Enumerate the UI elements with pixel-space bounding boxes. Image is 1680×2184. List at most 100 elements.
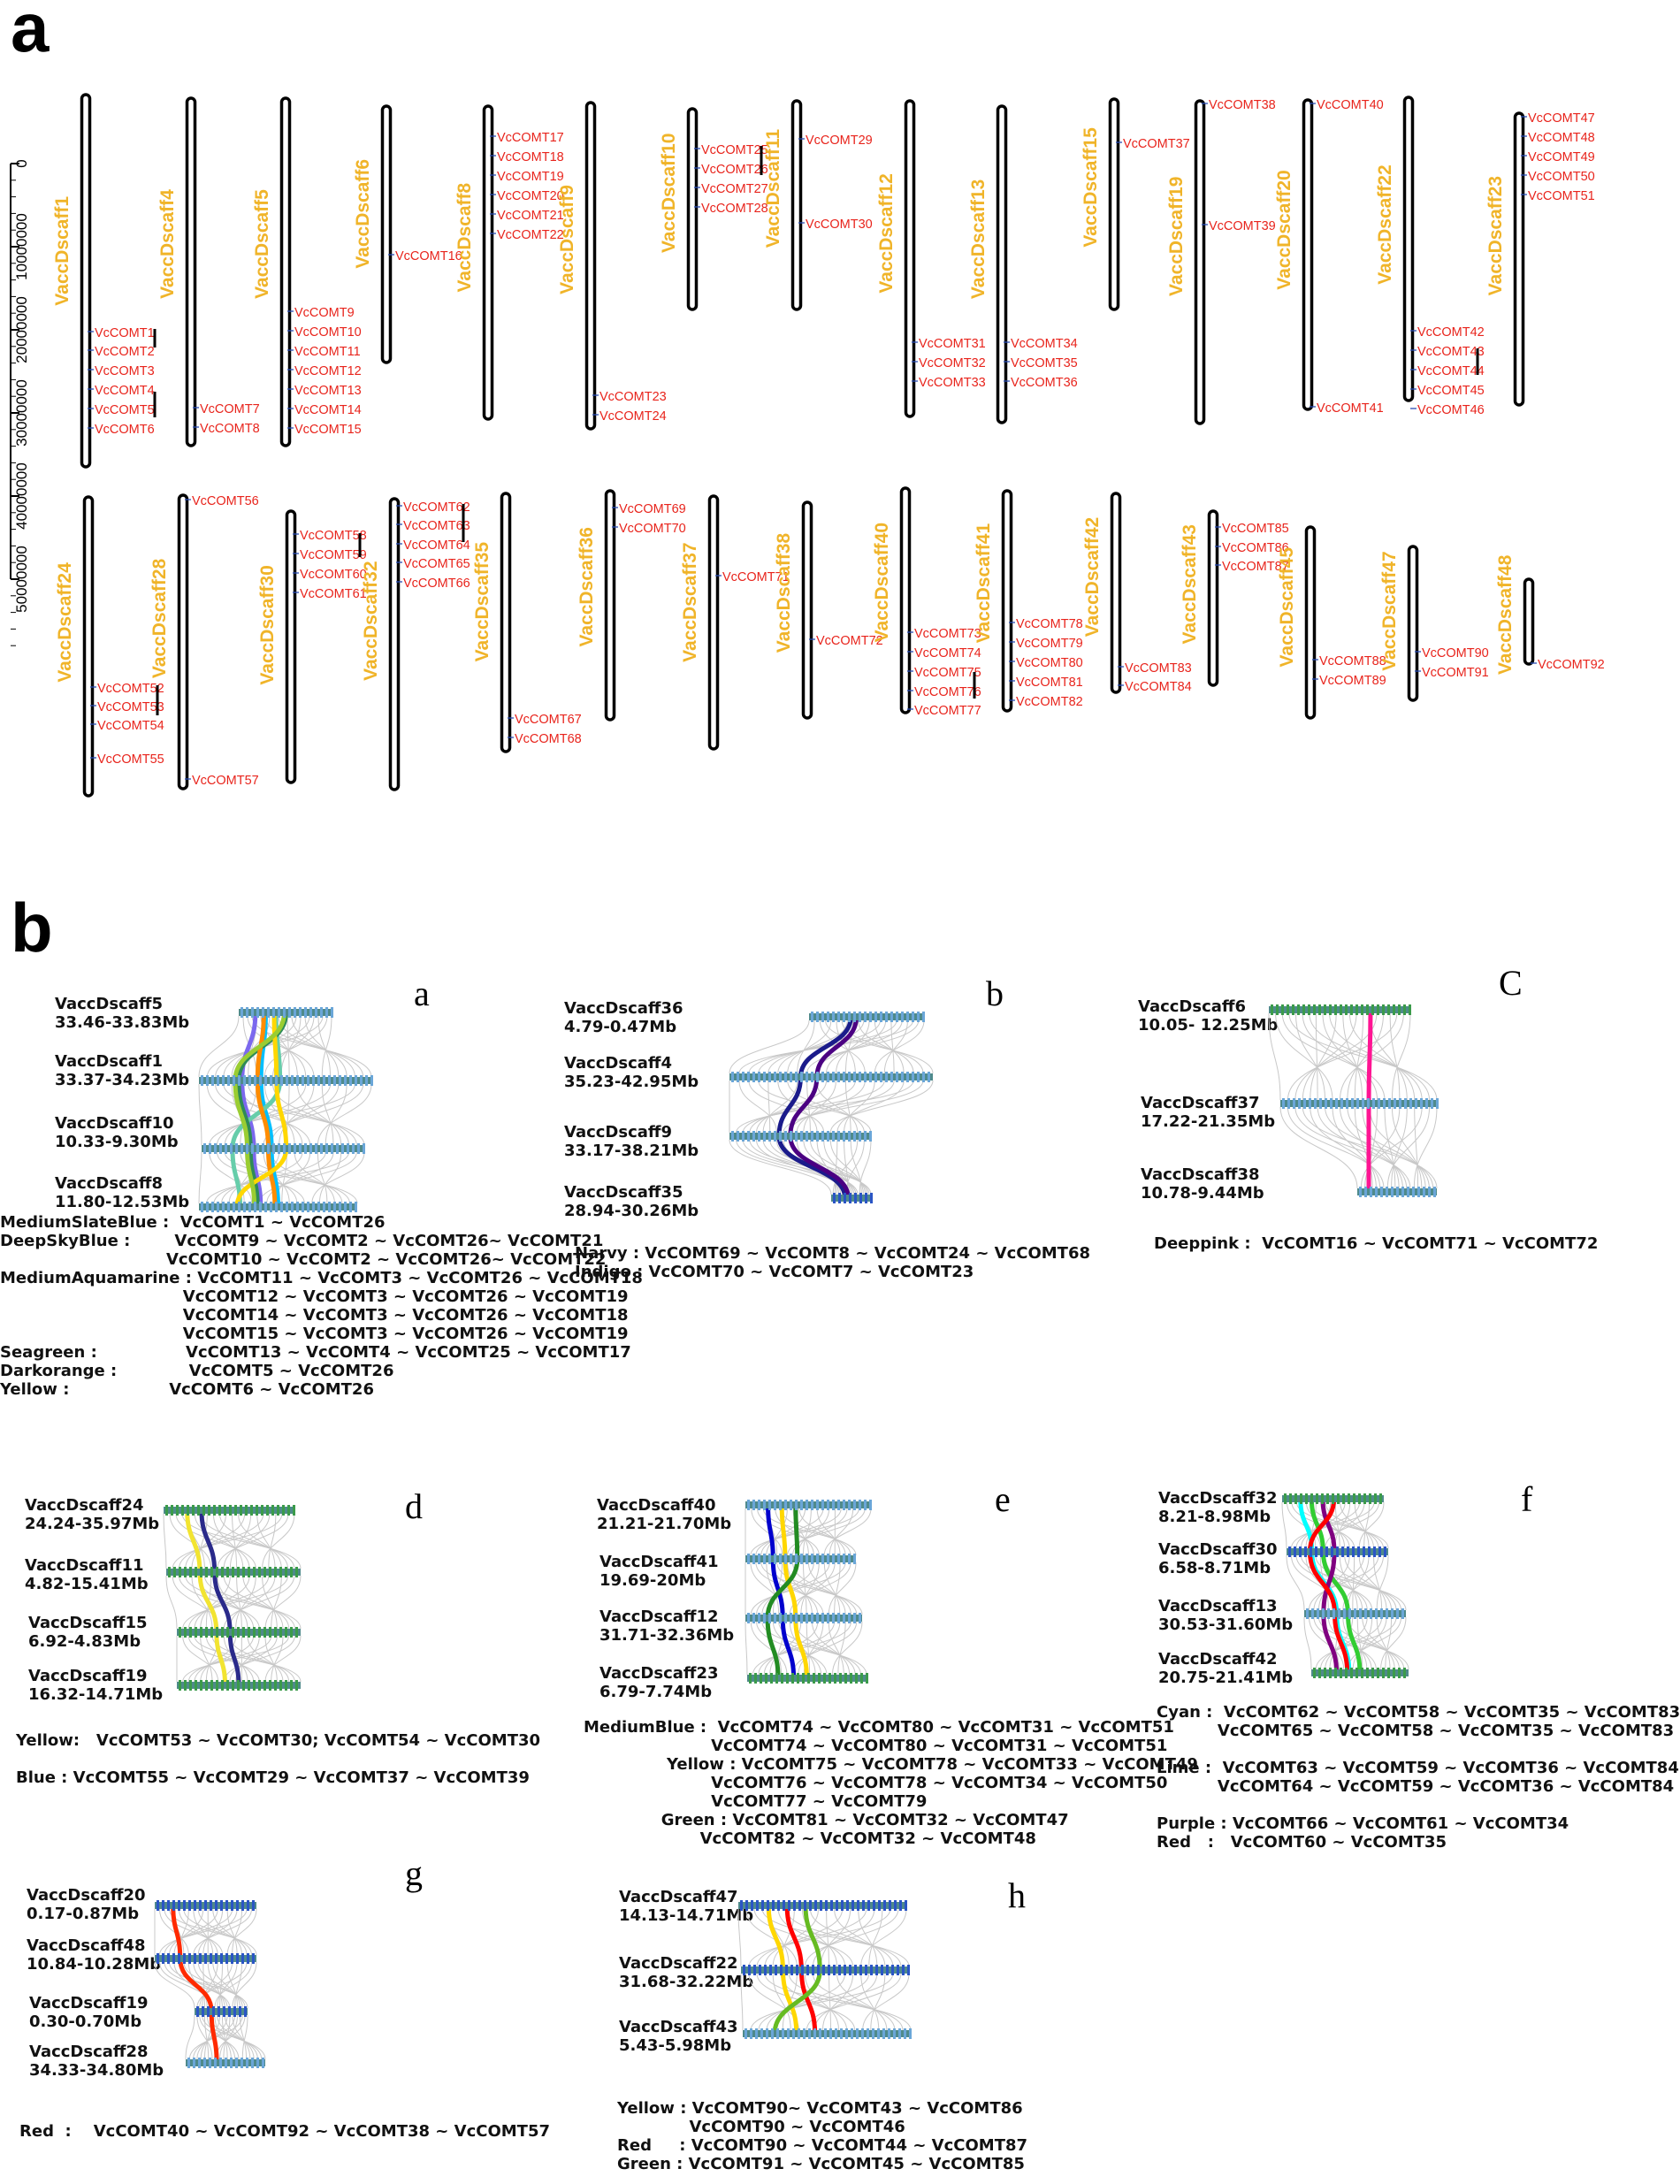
gene-tick (1370, 1187, 1372, 1197)
gray-link (1317, 1106, 1408, 1189)
chromosome-bar (380, 104, 393, 364)
synteny-legend: MediumBlue : VcCOMT74 ~ VcCOMT80 ~ VcCOM… (584, 1718, 1198, 1848)
gene-tick (280, 1202, 283, 1212)
gene-label: VcCOMT31 (919, 337, 986, 351)
gene-tick (901, 1012, 904, 1022)
gene-tick (178, 1953, 180, 1964)
gene-tick (217, 1202, 219, 1212)
gene-tick (258, 1627, 261, 1638)
gray-link (1364, 1106, 1401, 1189)
gray-link (232, 2014, 251, 2060)
gene-tick (210, 1953, 212, 1964)
gray-link (214, 1961, 253, 2009)
gene-tick (295, 1567, 298, 1577)
synteny-legend: Yellow: VcCOMT53 ~ VcCOMT30; VcCOMT54 ~ … (16, 1731, 541, 1787)
gene-tick (767, 1900, 769, 1911)
colored-link (233, 1010, 286, 1210)
gene-tick (843, 1500, 845, 1510)
gene-tick (1433, 1187, 1436, 1197)
gene-tick (230, 2058, 233, 2068)
gene-label: VcCOMT38 (1209, 98, 1276, 112)
gene-tick (221, 1680, 224, 1691)
gray-link (1294, 1012, 1326, 1101)
gene-tick (1377, 1668, 1379, 1678)
gray-link (224, 2014, 255, 2060)
track-scaffold-name: VaccDscaff42 (1158, 1650, 1278, 1669)
gray-link (214, 2014, 232, 2060)
gene-tick (837, 1072, 840, 1082)
gene-tick (806, 1072, 808, 1082)
gene-tick (777, 1900, 780, 1911)
gene-tick (800, 1613, 803, 1623)
gene-tick (838, 1965, 841, 1975)
scaffold-label: VaccDscaff24 (55, 562, 75, 683)
track-bar (199, 1077, 371, 1084)
gene-tick (365, 1075, 368, 1086)
gene-tick (1292, 1004, 1294, 1015)
gene-tick (1348, 1608, 1351, 1619)
gene-tick (848, 1012, 851, 1022)
gene-tick (262, 2058, 264, 2068)
gene-tick (221, 1627, 224, 1638)
gene-tick (1337, 1493, 1340, 1504)
gene-tick (231, 1900, 233, 1911)
track-scaffold-name: VaccDscaff36 (564, 999, 683, 1018)
gene-tick (220, 1953, 223, 1964)
gene-tick (850, 1673, 852, 1684)
track-range: 0.17-0.87Mb (27, 1905, 140, 1923)
gray-link (264, 1635, 302, 1683)
gene-tick (241, 1900, 244, 1911)
gray-link (860, 1973, 880, 2031)
gene-tick (786, 1673, 789, 1684)
gene-tick (248, 1627, 250, 1638)
scaffold-label: VaccDscaff48 (1495, 554, 1516, 675)
gray-link (239, 2014, 248, 2060)
track-range: 33.17-38.21Mb (564, 1142, 699, 1160)
gray-link (760, 1562, 863, 1615)
gene-tick (216, 1680, 218, 1691)
gene-tick (1343, 1608, 1346, 1619)
gene-tick (1358, 1493, 1361, 1504)
gene-tick (1318, 1004, 1321, 1015)
gene-tick (325, 1143, 328, 1154)
gray-link (787, 1508, 866, 1556)
gray-link (158, 1908, 189, 1956)
gene-tick (248, 1075, 251, 1086)
gene-tick (315, 1007, 317, 1018)
gene-tick (227, 1202, 230, 1212)
gene-tick (821, 1131, 824, 1142)
gray-link (165, 1575, 178, 1630)
gene-tick (853, 1500, 856, 1510)
gene-label: VcCOMT80 (1016, 656, 1083, 670)
scale-tick-label: 50000000 (13, 546, 30, 613)
gene-tick (902, 1965, 905, 1975)
synteny-plot (729, 1012, 934, 1203)
gene-tick (246, 1143, 248, 1154)
scaffold-label: VaccDscaff15 (1081, 127, 1101, 248)
gray-link (169, 1513, 212, 1569)
gene-tick (1294, 1493, 1297, 1504)
synteny-plot (737, 1900, 912, 2039)
gray-link (767, 1080, 771, 1134)
gray-link (757, 1508, 820, 1556)
gene-tick (209, 1143, 211, 1154)
colored-link (788, 1014, 859, 1201)
gray-link (748, 1908, 891, 1967)
gray-link (183, 1961, 246, 2009)
gray-link (850, 1139, 862, 1195)
gene-tick (821, 1554, 824, 1564)
gene-tick (806, 1965, 809, 1975)
gene-label: VcCOMT32 (919, 356, 986, 370)
gene-tick (1373, 1546, 1376, 1557)
gray-link (819, 1019, 866, 1074)
gene-tick (781, 1673, 783, 1684)
gene-label: VcCOMT6 (95, 423, 155, 437)
gray-link (790, 1080, 895, 1134)
gene-tick (299, 1007, 302, 1018)
gray-link (1290, 1501, 1375, 1549)
gray-link (758, 1973, 870, 2031)
chromosome-bar (279, 96, 292, 447)
gene-label: VcCOMT26 (701, 163, 768, 177)
